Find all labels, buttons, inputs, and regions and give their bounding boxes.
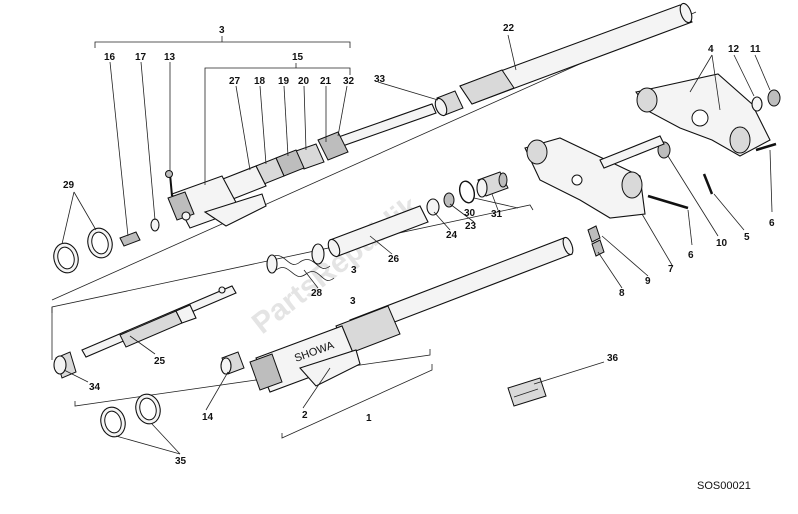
damper-rod-assembly-15	[204, 103, 437, 207]
clamp-35-a	[100, 406, 126, 438]
grub-screw-8	[591, 239, 605, 257]
callout-20: 20	[298, 76, 310, 87]
callout-numbers: 3 15 16 17 13 27 18 19 20 21 32 33 22 4 …	[63, 23, 775, 467]
callout-3-middle: 3	[351, 265, 357, 276]
callout-24: 24	[446, 230, 458, 241]
callout-15: 15	[292, 52, 304, 63]
group-bracket-3-bottom	[74, 349, 431, 407]
callout-18: 18	[254, 76, 266, 87]
spring-28	[266, 243, 335, 281]
callout-35: 35	[175, 456, 187, 467]
fork-leg-lower-1	[335, 236, 574, 355]
callout-1: 1	[366, 413, 372, 424]
clamp-29-b	[87, 227, 113, 259]
steering-stem-nut-10	[657, 141, 671, 159]
callout-25: 25	[154, 356, 166, 367]
callout-4: 4	[708, 44, 714, 55]
washer-23	[443, 192, 455, 208]
callout-3-lower: 3	[350, 296, 356, 307]
washer-24	[426, 198, 440, 216]
fork-bottom-upper-left	[167, 175, 267, 229]
callout-21: 21	[320, 76, 332, 87]
callout-28: 28	[311, 288, 323, 299]
group-bracket-1	[281, 364, 433, 439]
clamp-29-a	[53, 242, 79, 274]
callout-32: 32	[343, 76, 355, 87]
callout-9: 9	[645, 276, 651, 287]
callout-36: 36	[607, 353, 619, 364]
group-bracket-15	[204, 63, 351, 75]
bolt-6-lower	[647, 194, 689, 210]
callout-19: 19	[278, 76, 290, 87]
washer-17	[150, 218, 160, 232]
cap-14	[220, 351, 245, 375]
callout-10: 10	[716, 238, 728, 249]
callout-16: 16	[104, 52, 116, 63]
leader-lines	[61, 34, 773, 455]
upper-tube-22	[459, 2, 693, 105]
adjuster-cap-30	[476, 171, 509, 198]
callout-3-top: 3	[219, 25, 225, 36]
upper-triple-clamp-4	[635, 73, 771, 157]
callout-12: 12	[728, 44, 740, 55]
screw-16	[119, 231, 141, 247]
callout-33: 33	[374, 74, 386, 85]
callout-6-right: 6	[769, 218, 775, 229]
bushing-33	[434, 90, 464, 117]
callout-17: 17	[135, 52, 147, 63]
group-bracket-3-middle	[51, 204, 534, 360]
group-bracket-3-top	[94, 36, 351, 48]
callout-23: 23	[465, 221, 477, 232]
tube-26	[327, 205, 429, 258]
grub-screw-9	[587, 225, 601, 243]
o-ring-31	[458, 180, 476, 204]
callout-2: 2	[302, 410, 308, 421]
callout-31: 31	[491, 209, 503, 220]
callout-13: 13	[164, 52, 176, 63]
callout-27: 27	[229, 76, 241, 87]
callout-26: 26	[388, 254, 400, 265]
callout-29: 29	[63, 180, 75, 191]
bolt-6-upper	[755, 142, 777, 152]
callout-8: 8	[619, 288, 625, 299]
drawing-code: SOS00021	[697, 480, 751, 492]
callout-14: 14	[202, 412, 214, 423]
callout-5: 5	[744, 232, 750, 243]
callout-30: 30	[464, 208, 476, 219]
bolt-13	[165, 170, 173, 197]
washer-12	[751, 96, 763, 112]
clamp-35-b	[135, 393, 161, 425]
callout-22: 22	[503, 23, 515, 34]
decal-36	[507, 377, 547, 407]
nut-11	[767, 89, 781, 107]
callout-6-mid: 6	[688, 250, 694, 261]
damper-rod-25	[81, 285, 237, 358]
callout-34: 34	[89, 382, 101, 393]
cap-34	[53, 351, 77, 379]
lower-triple-clamp-7	[524, 135, 665, 219]
callout-7: 7	[668, 264, 674, 275]
bolt-5	[702, 173, 714, 195]
callout-11: 11	[750, 44, 761, 55]
